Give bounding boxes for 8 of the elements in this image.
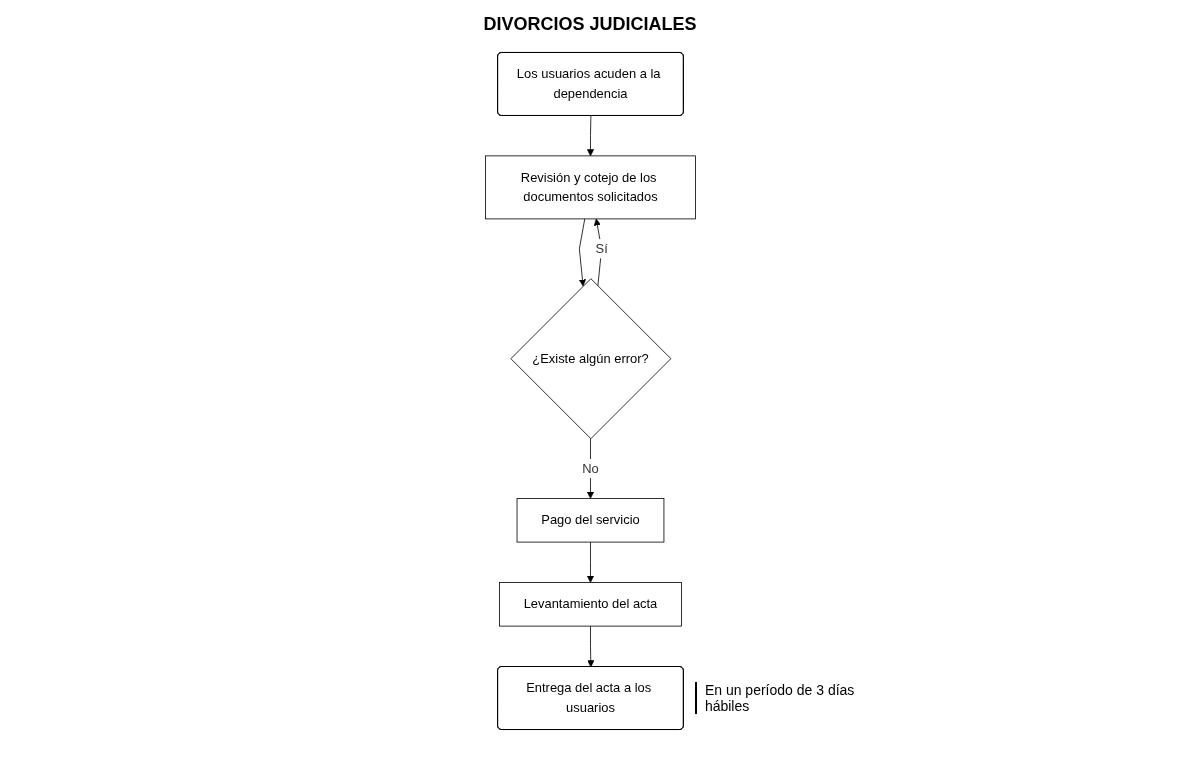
node-diamond: ¿Existe algún error? bbox=[510, 278, 671, 440]
diagram-title: DIVORCIOS JUDICIALES bbox=[483, 14, 697, 35]
edge-label: No bbox=[581, 461, 599, 476]
node-box: Revisión y cotejo de los documentos solicitados bbox=[484, 155, 696, 220]
node-box: Levantamiento del acta bbox=[498, 582, 682, 627]
node-note: En un período de 3 días hábiles bbox=[694, 682, 875, 714]
node-box: Pago del servicio bbox=[516, 498, 664, 543]
edge-label: Sí bbox=[595, 241, 608, 256]
